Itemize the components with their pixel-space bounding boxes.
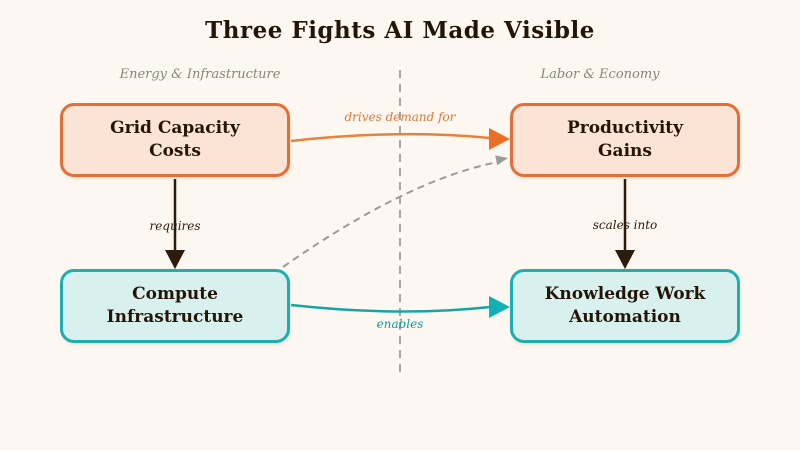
edge-requires-arrowhead <box>165 250 185 269</box>
node-compute-infrastructure: Compute Infrastructure <box>60 269 290 343</box>
edge-drives-demand-for-line <box>290 132 491 143</box>
node-grid-capacity-costs: Grid Capacity Costs <box>60 103 290 177</box>
node-label-line: Gains <box>598 141 652 161</box>
edge-enables-line <box>290 303 491 313</box>
edge-compute-to-productivity-dashed-line <box>282 161 499 268</box>
edge-label-enables: enables <box>376 317 424 331</box>
column-label-labor-economy: Labor & Economy <box>540 67 660 82</box>
node-label-line: Productivity <box>566 118 684 138</box>
edge-drives-demand-for-arrowhead <box>489 128 510 150</box>
edge-label-scales-into: scales into <box>592 218 658 232</box>
node-label-line: Automation <box>569 307 681 327</box>
edge-label-drives-demand-for: drives demand for <box>344 110 456 124</box>
node-label-line: Grid Capacity <box>110 118 240 138</box>
node-productivity-gains: Productivity Gains <box>510 103 740 177</box>
node-label-line: Infrastructure <box>106 307 244 327</box>
edge-label-requires: requires <box>149 219 201 233</box>
edge-compute-to-productivity-arrowhead <box>495 155 508 166</box>
column-label-energy-infrastructure: Energy & Infrastructure <box>119 67 281 82</box>
edge-enables-arrowhead <box>489 296 510 318</box>
node-label-line: Knowledge Work <box>544 284 706 304</box>
edge-scales-into-arrowhead <box>615 250 635 269</box>
diagram-title: Three Fights AI Made Visible <box>205 17 595 44</box>
node-label-line: Compute <box>132 284 218 304</box>
node-knowledge-work-automation: Knowledge Work Automation <box>510 269 740 343</box>
node-label-line: Costs <box>149 141 201 161</box>
